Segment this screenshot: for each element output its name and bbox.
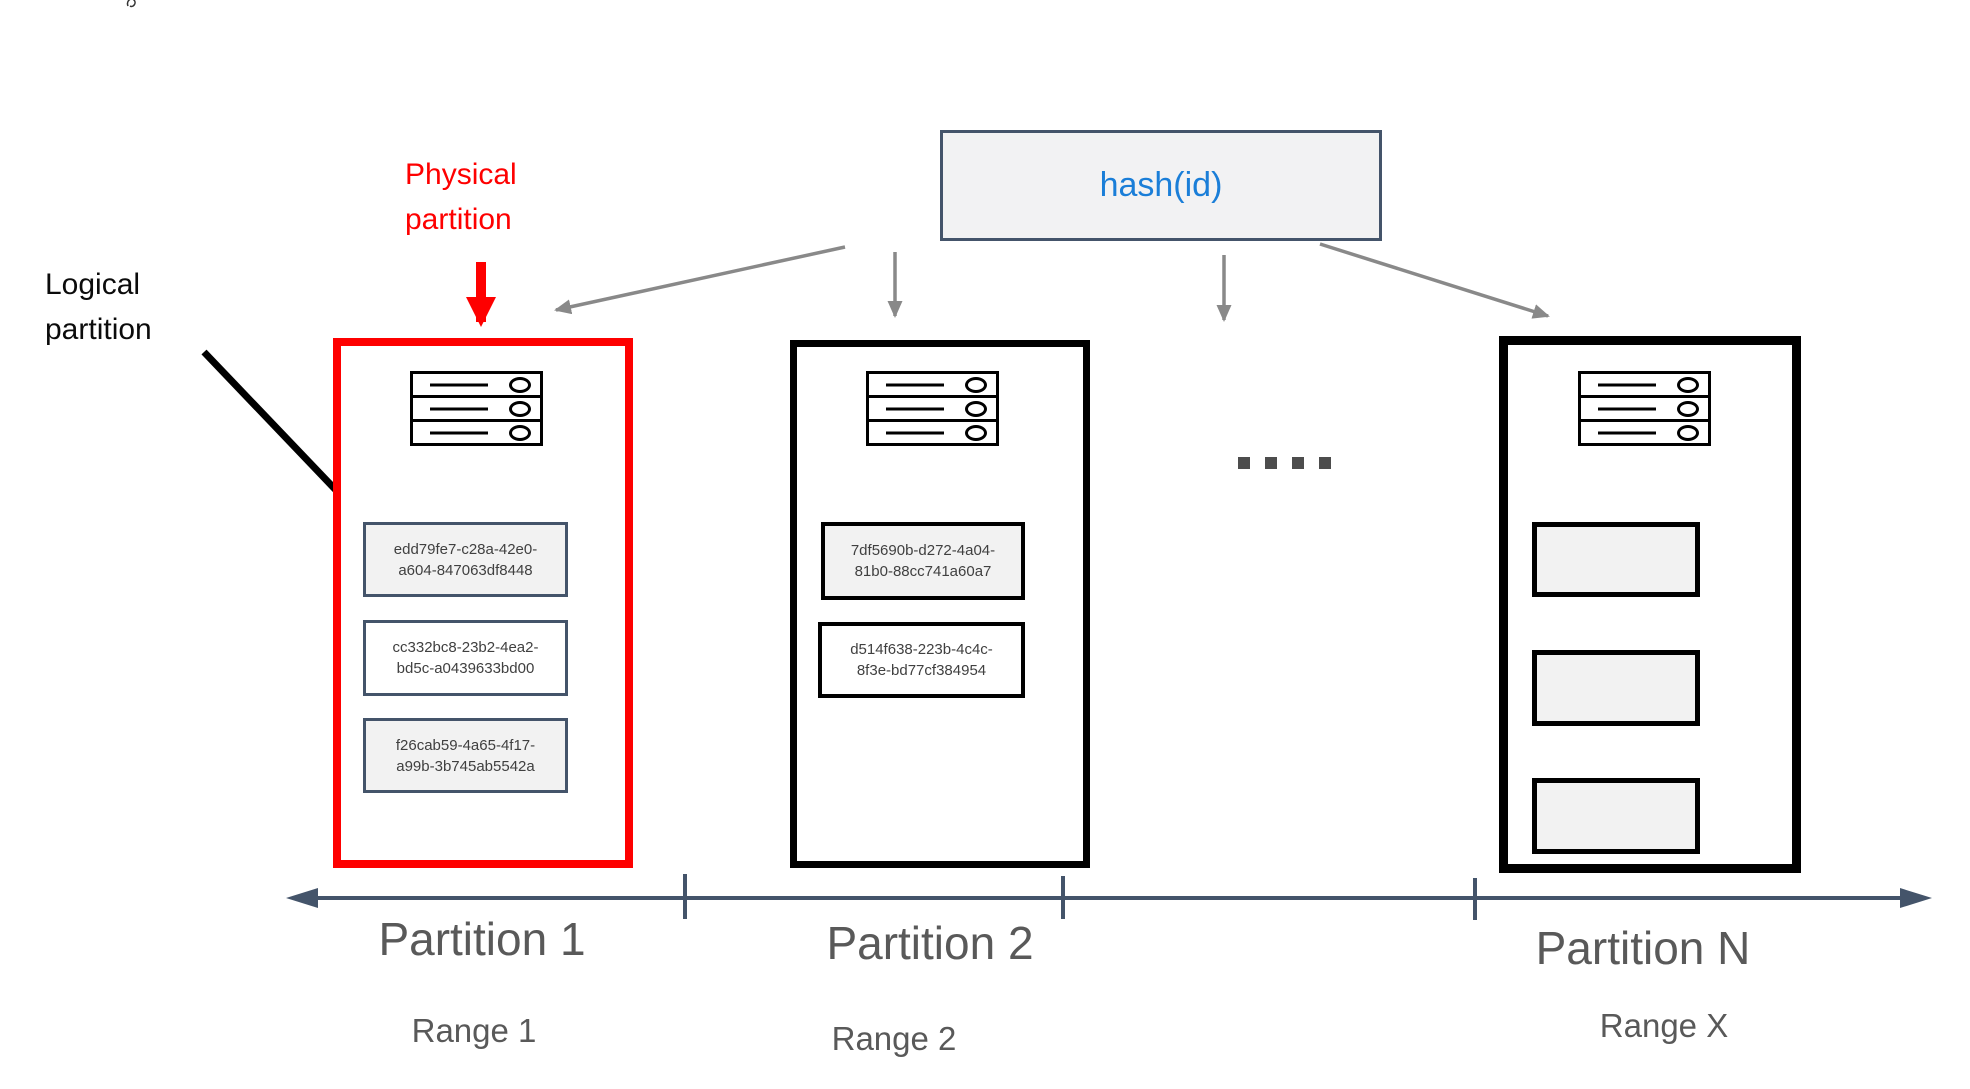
uuid-text: edd79fe7-c28a-42e0- (393, 540, 538, 558)
axis-label-partition-1: Partition 1 (378, 913, 586, 965)
logical-partition-callout-line2: partition (45, 313, 152, 346)
uuid-text: bd5c-a0439633bd00 (396, 660, 535, 677)
logical-partition-box: d514f638-223b-4c4c- 8f3e-bd77cf384954 (818, 622, 1025, 698)
ellipsis-dot (1238, 457, 1250, 469)
range-axis (286, 874, 1932, 920)
ellipsis-dot (1292, 457, 1304, 469)
logical-partition-callout: Logical partition (45, 262, 152, 352)
uuid-text: a604-847063df8448 (398, 561, 533, 579)
logical-partition-box-empty (1532, 522, 1700, 597)
uuid-text: d514f638-223b-4c4c- (850, 641, 993, 658)
uuid-text: a99b-3b745ab5542a (396, 757, 535, 775)
logical-partition-box-empty (1532, 778, 1700, 854)
ellipsis-dots (1238, 457, 1331, 469)
range-label-x: Range X (1599, 1007, 1729, 1044)
axis-label-partition-n: Partition N (1535, 922, 1751, 974)
ellipsis-dot (1319, 457, 1331, 469)
physical-partition-callout-line2: partition (405, 203, 512, 236)
hash-function-label: hash(id) (1099, 166, 1223, 204)
uuid-text: f26cab59-4a65-4f17- (395, 736, 536, 754)
uuid-text: 8f3e-bd77cf384954 (856, 662, 987, 679)
server-icon (410, 371, 543, 446)
logical-partition-box: f26cab59-4a65-4f17- a99b-3b745ab5542a (363, 718, 568, 793)
uuid-text: cc332bc8-23b2-4ea2- (392, 639, 539, 656)
logical-partition-callout-line1: Logical (45, 268, 141, 301)
server-icon (866, 371, 999, 446)
hash-to-partition1-arrow (554, 245, 846, 315)
logical-partition-box: cc332bc8-23b2-4ea2- bd5c-a0439633bd00 (363, 620, 568, 696)
uuid-text: 81b0-88cc741a60a7 (854, 563, 992, 580)
physical-partition-callout: Physical partition (405, 152, 517, 242)
server-icon (1578, 371, 1711, 446)
axis-label-partition-2: Partition 2 (826, 917, 1034, 969)
physical-partition-callout-line1: Physical (405, 158, 517, 191)
stray-mark (126, 0, 136, 8)
range-label-2: Range 2 (831, 1020, 957, 1057)
logical-partition-box: 7df5690b-d272-4a04- 81b0-88cc741a60a7 (821, 522, 1025, 600)
range-label-1: Range 1 (411, 1012, 537, 1049)
hash-to-partitionN-arrow (1319, 242, 1550, 319)
ellipsis-dot (1265, 457, 1277, 469)
logical-partition-box-empty (1532, 650, 1700, 726)
uuid-text: 7df5690b-d272-4a04- (850, 542, 996, 559)
hash-function-box: hash(id) (940, 130, 1382, 241)
logical-partition-box: edd79fe7-c28a-42e0- a604-847063df8448 (363, 522, 568, 597)
